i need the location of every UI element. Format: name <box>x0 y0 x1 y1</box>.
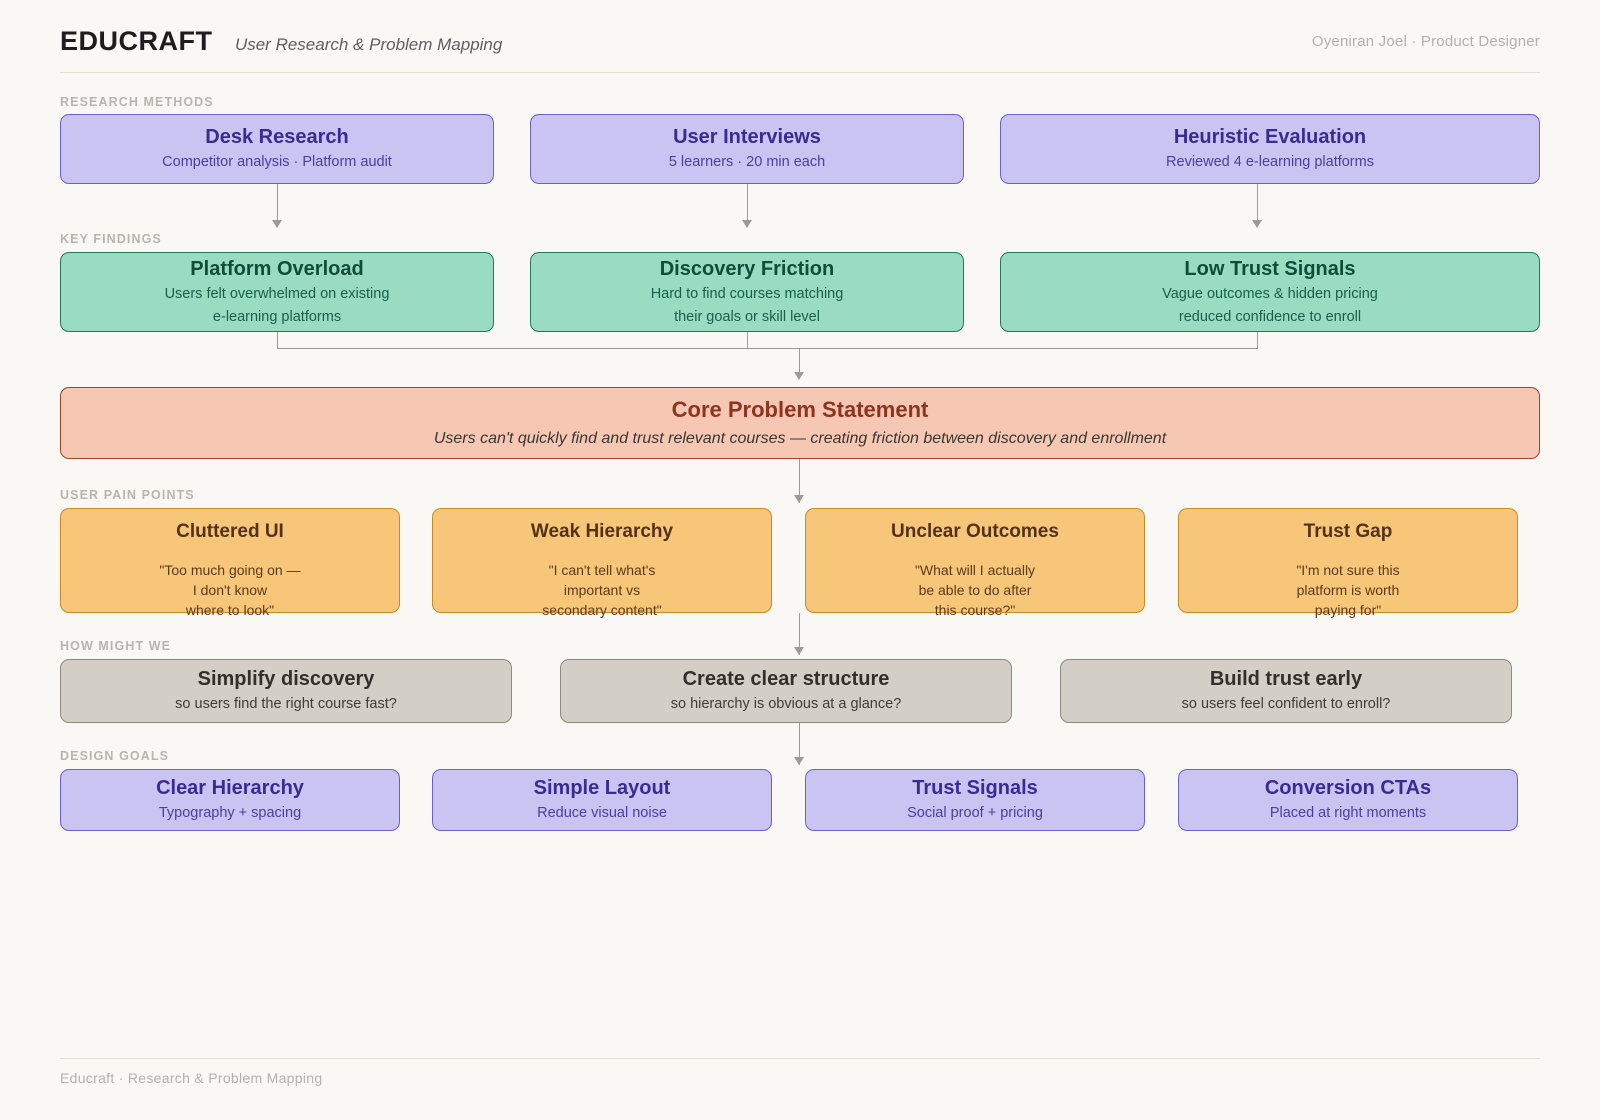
card-quote-line2: platform is worth <box>1296 581 1400 598</box>
card-subtitle: Typography + spacing <box>158 805 302 822</box>
section-label-how-might-we: HOW MIGHT WE <box>60 639 172 653</box>
card-research-method-desk-research[interactable]: Desk Research Competitor analysis · Plat… <box>60 114 494 184</box>
card-quote-line2: important vs <box>563 581 641 598</box>
card-title: Trust Gap <box>1303 521 1393 542</box>
card-title: Platform Overload <box>190 257 364 280</box>
connector-hmw-to-design-goals <box>799 723 801 765</box>
connector-finding1-drop <box>277 332 279 349</box>
card-subtitle: Reviewed 4 e-learning platforms <box>1166 154 1374 171</box>
card-title: Desk Research <box>205 126 349 149</box>
card-quote-line2: be able to do after <box>918 581 1032 598</box>
card-title: Create clear structure <box>682 668 890 691</box>
arrowhead-icon <box>794 647 804 655</box>
card-quote-line1: "Too much going on — <box>159 561 301 578</box>
card-subtitle-line2: their goals or skill level <box>674 308 820 325</box>
card-quote-line3: this course?" <box>934 601 1016 618</box>
footer-caption: Educraft · Research & Problem Mapping <box>60 1070 323 1086</box>
card-key-finding-platform-overload[interactable]: Platform Overload Users felt overwhelmed… <box>60 252 494 332</box>
card-key-finding-discovery-friction[interactable]: Discovery Friction Hard to find courses … <box>530 252 964 332</box>
card-pain-point-unclear-outcomes[interactable]: Unclear Outcomes "What will I actually b… <box>805 508 1145 618</box>
card-title: Weak Hierarchy <box>530 521 674 542</box>
card-subtitle: so users find the right course fast? <box>175 696 397 713</box>
card-title: Discovery Friction <box>659 257 835 280</box>
card-design-goal-conversion-ctas[interactable]: Conversion CTAs Placed at right moments <box>1178 769 1518 831</box>
card-subtitle: Placed at right moments <box>1269 805 1427 822</box>
card-research-method-user-interviews[interactable]: User Interviews 5 learners · 20 min each <box>530 114 964 184</box>
card-title: Low Trust Signals <box>1184 257 1356 280</box>
card-design-goal-simple-layout[interactable]: Simple Layout Reduce visual noise <box>432 769 772 831</box>
core-problem-title: Core Problem Statement <box>671 396 929 422</box>
card-title: Simplify discovery <box>197 668 375 691</box>
arrowhead-icon <box>1252 220 1262 228</box>
card-quote-line3: secondary content" <box>542 601 662 618</box>
card-pain-point-cluttered-ui[interactable]: Cluttered UI "Too much going on — I don'… <box>60 508 400 618</box>
card-hmw-simplify-discovery[interactable]: Simplify discovery so users find the rig… <box>60 659 512 723</box>
connector-user-interviews-to-finding <box>747 184 749 224</box>
arrowhead-icon <box>794 757 804 765</box>
card-research-method-heuristic-evaluation[interactable]: Heuristic Evaluation Reviewed 4 e-learni… <box>1000 114 1540 184</box>
footer-divider <box>60 1058 1540 1059</box>
section-label-design-goals: DESIGN GOALS <box>60 749 170 763</box>
brand-logo: EDUCRAFT <box>60 26 213 56</box>
card-title: Conversion CTAs <box>1264 777 1432 800</box>
card-core-problem-statement[interactable]: Core Problem Statement Users can't quick… <box>60 387 1540 459</box>
card-hmw-build-trust-early[interactable]: Build trust early so users feel confiden… <box>1060 659 1512 723</box>
card-title: Clear Hierarchy <box>156 777 304 800</box>
card-subtitle: so users feel confident to enroll? <box>1181 696 1391 713</box>
card-title: User Interviews <box>673 126 821 149</box>
card-title: Trust Signals <box>912 777 1038 800</box>
connector-finding3-drop <box>1257 332 1259 349</box>
page-header: EDUCRAFT User Research & Problem Mapping… <box>60 26 1540 72</box>
card-quote-line3: paying for" <box>1314 601 1382 618</box>
card-pain-point-weak-hierarchy[interactable]: Weak Hierarchy "I can't tell what's impo… <box>432 508 772 618</box>
card-quote-line3: where to look" <box>185 601 275 618</box>
connector-finding2-drop <box>747 332 749 349</box>
section-label-user-pain-points: USER PAIN POINTS <box>60 488 195 502</box>
section-label-key-findings: KEY FINDINGS <box>60 232 162 246</box>
arrowhead-icon <box>272 220 282 228</box>
header-divider <box>60 72 1540 73</box>
card-title: Simple Layout <box>533 777 671 800</box>
card-subtitle: Social proof + pricing <box>907 805 1043 822</box>
author-byline: Oyeniran Joel · Product Designer <box>1311 33 1540 50</box>
card-key-finding-low-trust-signals[interactable]: Low Trust Signals Vague outcomes & hidde… <box>1000 252 1540 332</box>
card-subtitle: 5 learners · 20 min each <box>668 154 826 171</box>
card-subtitle-line2: e-learning platforms <box>212 308 342 325</box>
connector-desk-research-to-finding <box>277 184 279 224</box>
card-title: Cluttered UI <box>176 521 284 542</box>
card-quote-line1: "What will I actually <box>914 561 1036 578</box>
arrowhead-icon <box>742 220 752 228</box>
arrowhead-icon <box>794 495 804 503</box>
card-subtitle-line1: Users felt overwhelmed on existing <box>164 285 390 302</box>
card-subtitle-line2: reduced confidence to enroll <box>1178 308 1362 325</box>
card-quote-line1: "I'm not sure this <box>1296 561 1400 578</box>
card-title: Unclear Outcomes <box>891 521 1059 542</box>
card-subtitle: so hierarchy is obvious at a glance? <box>670 696 902 713</box>
card-title: Heuristic Evaluation <box>1173 126 1367 149</box>
connector-findings-merge-bus <box>277 348 1258 350</box>
arrowhead-icon <box>794 372 804 380</box>
connector-pain-points-to-hmw <box>799 613 801 655</box>
card-title: Build trust early <box>1209 668 1363 691</box>
card-quote-line1: "I can't tell what's <box>548 561 656 578</box>
section-label-research-methods: RESEARCH METHODS <box>60 95 214 109</box>
card-quote-line2: I don't know <box>192 581 268 598</box>
card-subtitle-line1: Hard to find courses matching <box>650 285 844 302</box>
connector-heuristic-to-finding <box>1257 184 1259 224</box>
card-subtitle: Reduce visual noise <box>537 805 667 822</box>
connector-core-problem-to-pain-points <box>799 459 801 503</box>
card-design-goal-trust-signals[interactable]: Trust Signals Social proof + pricing <box>805 769 1145 831</box>
card-pain-point-trust-gap[interactable]: Trust Gap "I'm not sure this platform is… <box>1178 508 1518 618</box>
card-subtitle: Competitor analysis · Platform audit <box>162 154 392 171</box>
connector-merge-to-core-problem <box>799 348 801 378</box>
card-design-goal-clear-hierarchy[interactable]: Clear Hierarchy Typography + spacing <box>60 769 400 831</box>
core-problem-statement-text: Users can't quickly find and trust relev… <box>433 429 1167 447</box>
card-subtitle-line1: Vague outcomes & hidden pricing <box>1162 285 1378 302</box>
card-hmw-create-clear-structure[interactable]: Create clear structure so hierarchy is o… <box>560 659 1012 723</box>
page-subtitle: User Research & Problem Mapping <box>234 35 503 54</box>
